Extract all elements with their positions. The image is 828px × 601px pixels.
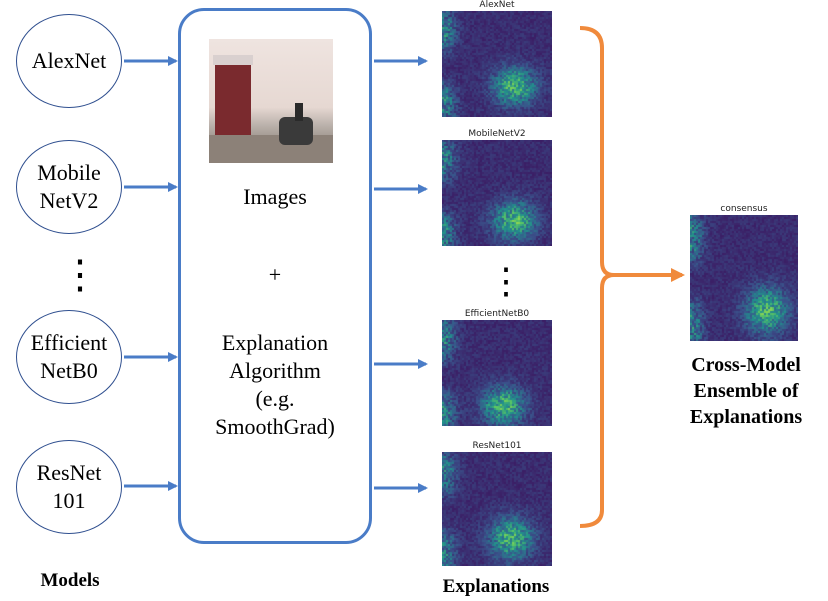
images-algorithm-box: Images + Explanation Algorithm (e.g. Smo… — [178, 8, 372, 544]
images-label: Images — [243, 184, 307, 209]
model-resnet101-label: ResNet 101 — [36, 460, 102, 513]
map-title-resnet101: ResNet101 — [472, 441, 522, 451]
maps-ellipsis: ⋮ — [488, 261, 524, 301]
image-object-2 — [295, 103, 303, 121]
image-object — [279, 117, 313, 145]
model-resnet101: ResNet 101 — [16, 440, 122, 534]
explanations-caption: Explanations — [442, 576, 550, 597]
plus-sign: + — [268, 262, 282, 287]
model-mobilenetv2: Mobile NetV2 — [16, 140, 122, 234]
map-title-efficientnetb0: EfficientNetB0 — [464, 309, 530, 319]
models-caption: Models — [40, 570, 100, 591]
consensus-map — [690, 215, 798, 341]
sample-image — [209, 39, 333, 163]
model-mobilenetv2-label: Mobile NetV2 — [37, 160, 101, 213]
algorithm-label: Explanation Algorithm (e.g. SmoothGrad) — [215, 330, 335, 439]
models-ellipsis: ⋮ — [60, 252, 100, 297]
map-title-alexnet: AlexNet — [479, 0, 515, 10]
model-alexnet: AlexNet — [16, 14, 122, 108]
map-efficientnetb0 — [442, 320, 552, 426]
consensus-title: consensus — [720, 204, 768, 214]
map-alexnet — [442, 11, 552, 117]
map-resnet101 — [442, 452, 552, 566]
model-efficientnetb0-label: Efficient NetB0 — [30, 330, 108, 383]
map-mobilenetv2 — [442, 140, 552, 246]
model-alexnet-label: AlexNet — [31, 48, 107, 73]
map-title-mobilenetv2: MobileNetV2 — [468, 129, 526, 139]
model-efficientnetb0: Efficient NetB0 — [16, 310, 122, 404]
image-shelf-top — [213, 55, 253, 65]
consensus-caption: Cross-Model Ensemble of Explanations — [689, 354, 803, 428]
